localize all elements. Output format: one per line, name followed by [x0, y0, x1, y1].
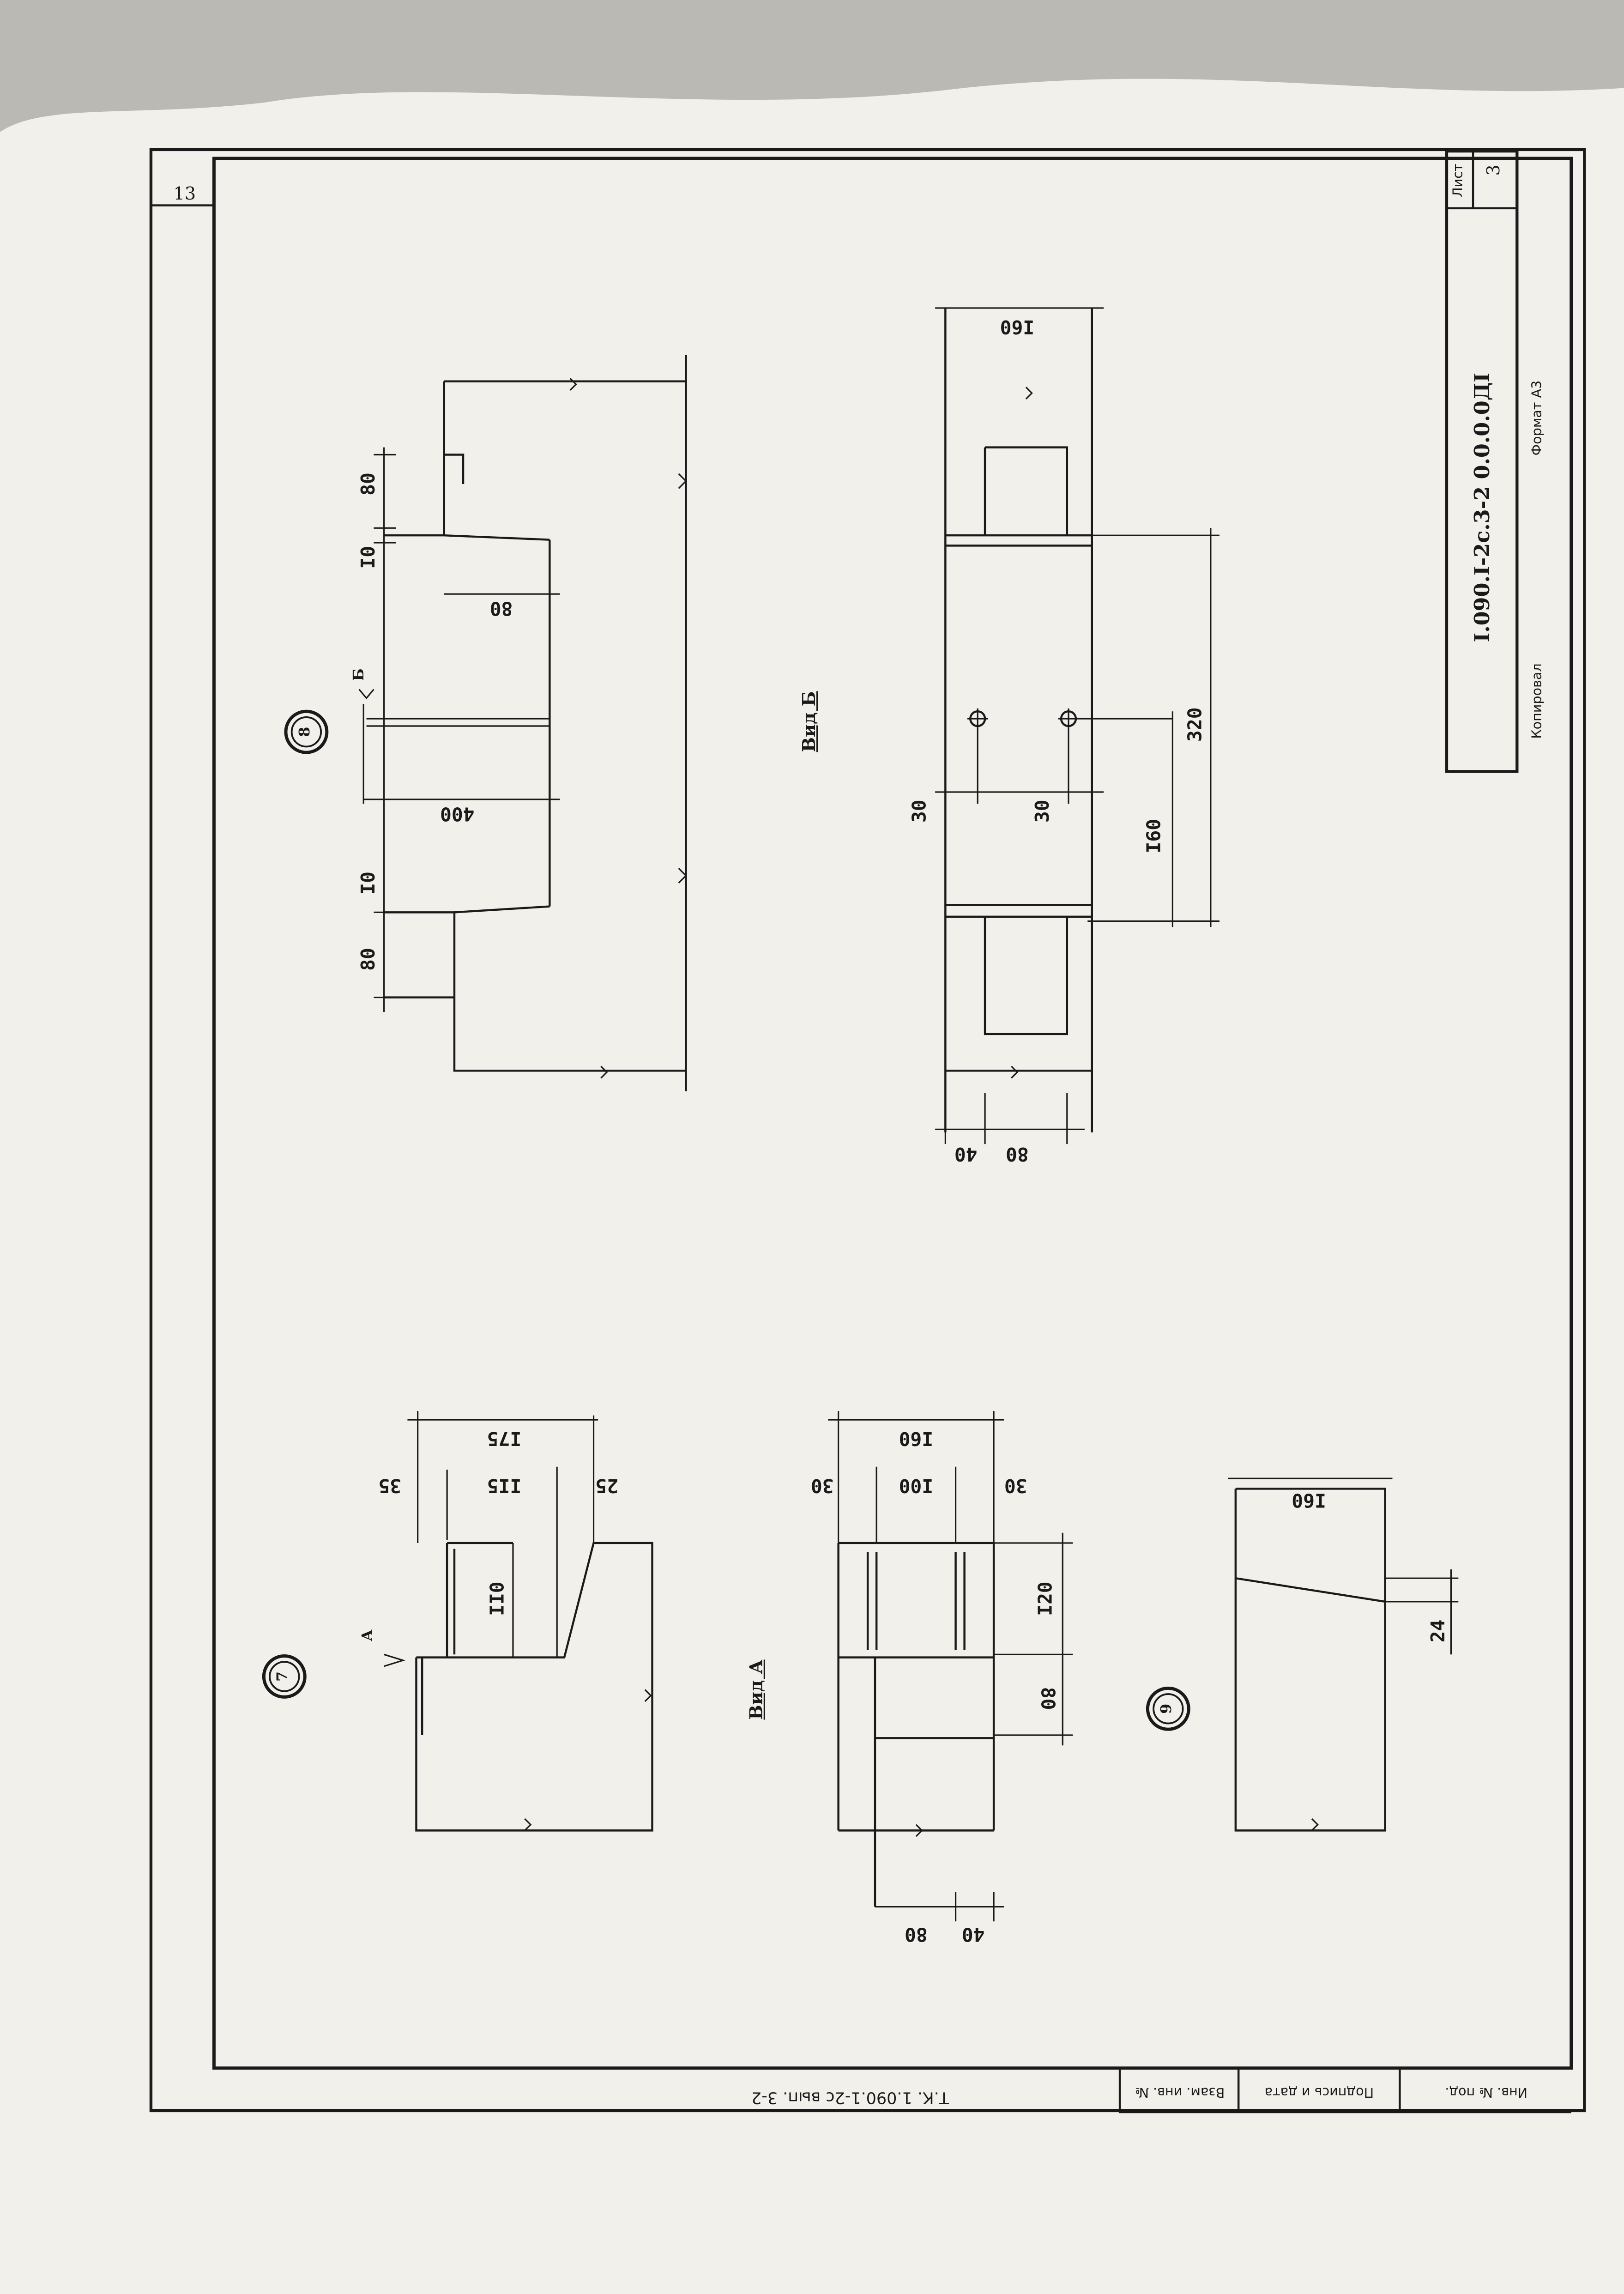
inventory-strip-lines: [1118, 2067, 1571, 2113]
outer-frame: [149, 148, 1586, 2112]
inner-frame: [212, 157, 1573, 2070]
node-8-linework: [284, 355, 687, 1091]
title-block: [1445, 149, 1519, 773]
view-b-linework: [935, 307, 1220, 1144]
node-9-linework: [1146, 1477, 1459, 1832]
scan-shadow: [0, 0, 1624, 132]
node-7-linework: [262, 1411, 653, 1832]
view-a-linework: [828, 1411, 1073, 1922]
